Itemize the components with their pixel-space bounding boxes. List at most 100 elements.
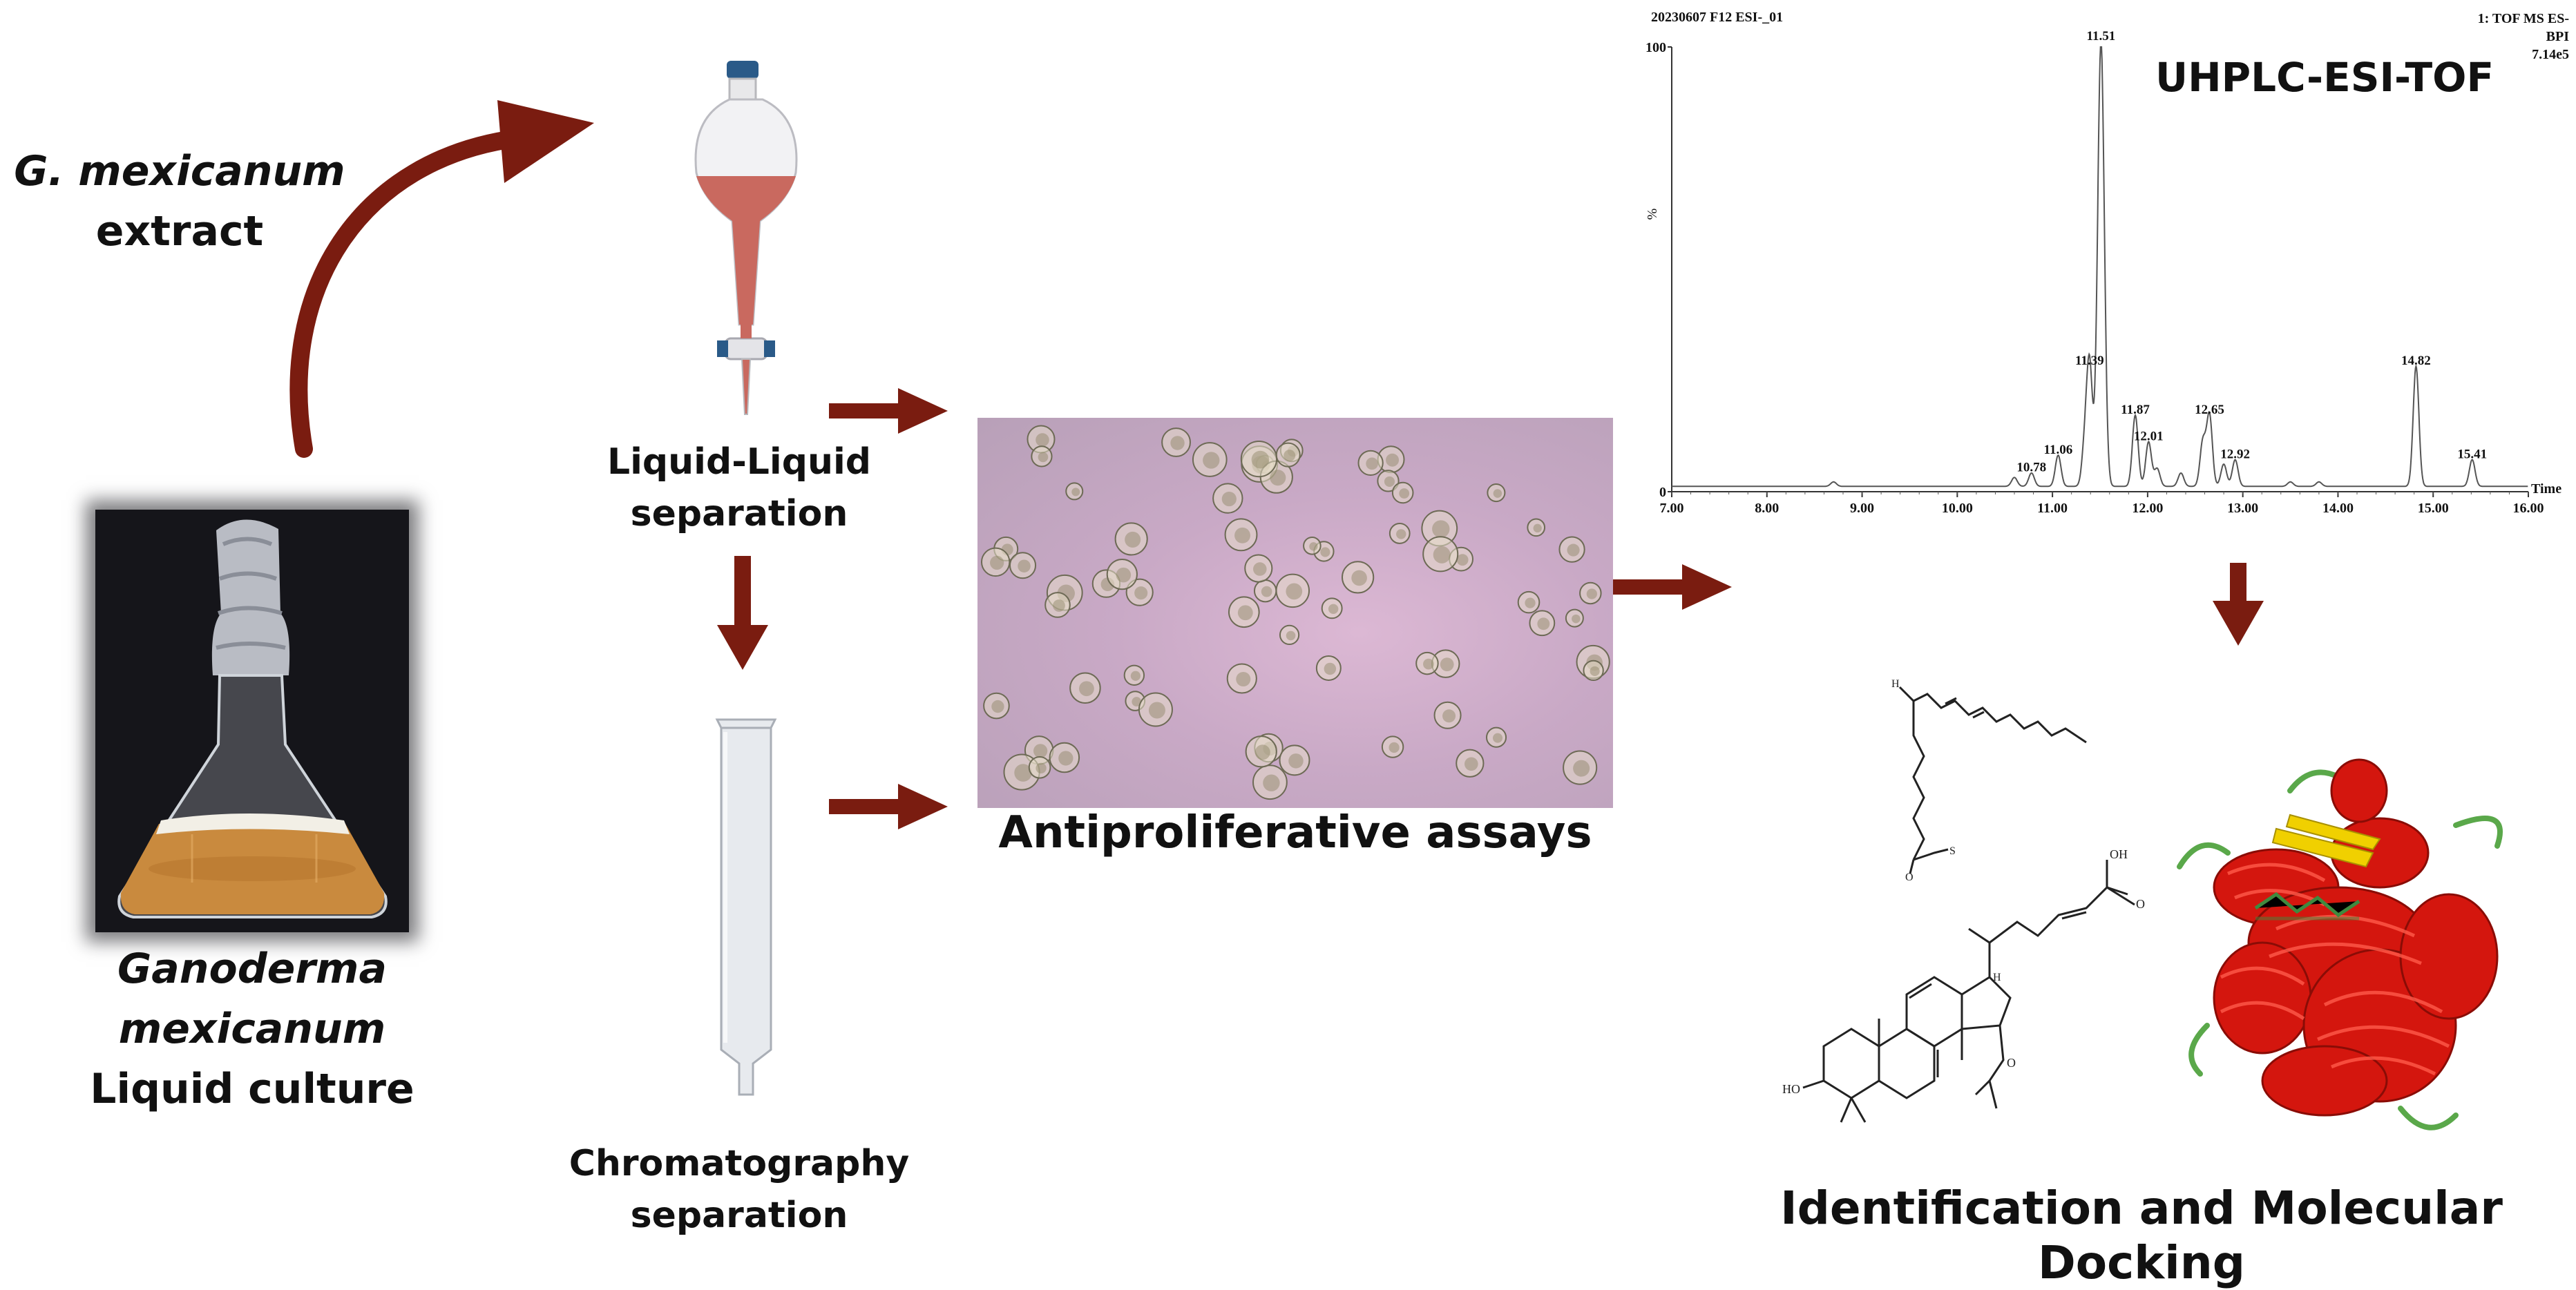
cell bbox=[1224, 518, 1258, 552]
peak-label: 10.78 bbox=[2016, 461, 2046, 475]
extract-species: G. mexicanum bbox=[14, 147, 345, 195]
cell bbox=[1315, 655, 1342, 681]
arrow-lle-to-assays bbox=[829, 388, 948, 434]
assays-label: Antiproliferative assays bbox=[998, 807, 1592, 858]
cell bbox=[1517, 590, 1540, 614]
cell bbox=[1245, 735, 1277, 768]
cell bbox=[1486, 726, 1507, 748]
y-tick-label: 0 bbox=[1659, 485, 1666, 500]
cell bbox=[1389, 523, 1411, 544]
fatty-acid-structure: H S O bbox=[1891, 678, 2087, 880]
chrom-header-right-3: 7.14e5 bbox=[2532, 47, 2569, 62]
cell bbox=[1529, 610, 1556, 637]
cell bbox=[1228, 596, 1260, 628]
lle-line1: Liquid-Liquid bbox=[607, 441, 872, 483]
x-tick-label: 7.00 bbox=[1660, 501, 1684, 516]
microscopy-image bbox=[977, 418, 1613, 808]
curved-arrow bbox=[289, 100, 594, 458]
cell bbox=[1275, 573, 1310, 608]
chrom-header-left: 20230607 F12 ESI-_01 bbox=[1651, 10, 1784, 25]
arrow-chrom-to-assays bbox=[829, 784, 948, 829]
cell bbox=[1341, 561, 1375, 594]
x-tick-label: 10.00 bbox=[1942, 501, 1973, 516]
cell bbox=[1252, 764, 1288, 800]
svg-text:H: H bbox=[1993, 972, 2001, 983]
chrom-header-right: 1: TOF MS ES- BPI 7.14e5 bbox=[2478, 10, 2569, 64]
cell bbox=[1253, 579, 1277, 603]
peak-label: 15.41 bbox=[2457, 447, 2487, 461]
cell bbox=[1321, 597, 1343, 619]
cell bbox=[1579, 581, 1602, 605]
cell bbox=[1161, 427, 1191, 457]
cell bbox=[1212, 483, 1243, 514]
cell bbox=[1275, 442, 1301, 468]
peak-label: 11.39 bbox=[2075, 354, 2104, 368]
cell bbox=[1031, 445, 1053, 468]
x-axis-label: Time bbox=[2531, 481, 2561, 497]
y-tick-label: 100 bbox=[1645, 40, 1666, 55]
cell bbox=[1565, 608, 1584, 628]
uhplc-title: UHPLC-ESI-TOF bbox=[2155, 54, 2494, 101]
x-tick-label: 11.00 bbox=[2037, 501, 2068, 516]
x-tick-label: 14.00 bbox=[2322, 501, 2354, 516]
x-tick-label: 16.00 bbox=[2513, 501, 2544, 516]
cell bbox=[1244, 554, 1273, 583]
extract-word: extract bbox=[95, 207, 264, 256]
cell bbox=[1192, 442, 1228, 477]
svg-text:O: O bbox=[2136, 897, 2145, 911]
extract-label: G. mexicanum extract bbox=[0, 142, 359, 262]
protein-structure bbox=[2177, 758, 2503, 1130]
chromatography-column-icon bbox=[715, 718, 777, 1096]
cell bbox=[1381, 735, 1404, 758]
cell bbox=[1563, 750, 1598, 785]
cell bbox=[1357, 450, 1384, 476]
cell bbox=[1028, 755, 1051, 779]
x-tick-label: 8.00 bbox=[1755, 501, 1779, 516]
svg-text:O: O bbox=[2007, 1056, 2016, 1070]
peak-label: 14.82 bbox=[2401, 354, 2431, 368]
x-tick-label: 13.00 bbox=[2227, 501, 2258, 516]
x-tick-label: 12.00 bbox=[2132, 501, 2163, 516]
peak-label: 12.65 bbox=[2195, 403, 2224, 417]
cell bbox=[1106, 559, 1138, 590]
cell bbox=[1377, 470, 1400, 492]
peak-label: 11.51 bbox=[2087, 29, 2116, 44]
chromatography-label: Chromatography separation bbox=[560, 1138, 919, 1242]
svg-text:O: O bbox=[1905, 872, 1914, 880]
cell bbox=[1009, 552, 1037, 579]
cell bbox=[1303, 537, 1322, 555]
arrow-assays-to-uhplc bbox=[1613, 564, 1732, 610]
cell bbox=[1527, 518, 1546, 537]
cell bbox=[1487, 483, 1506, 503]
peak-label: 12.92 bbox=[2220, 447, 2250, 461]
cell bbox=[1415, 651, 1439, 675]
cell bbox=[1279, 624, 1300, 646]
flask-photo bbox=[95, 510, 409, 932]
peak-label: 12.01 bbox=[2134, 430, 2164, 444]
triterpenoid-structure: HO OH O O H bbox=[1782, 847, 2145, 1123]
identification-label: Identification and Molecular Docking bbox=[1780, 1182, 2503, 1290]
chrom-header-right-1: 1: TOF MS ES- bbox=[2477, 11, 2569, 26]
cell bbox=[1240, 440, 1278, 478]
lle-line2: separation bbox=[630, 493, 848, 535]
cell bbox=[1123, 664, 1145, 686]
chrom-header-right-2: BPI bbox=[2546, 29, 2569, 44]
arrow-down-to-column bbox=[717, 556, 768, 670]
cell bbox=[1226, 663, 1257, 694]
cell bbox=[980, 547, 1011, 577]
cell bbox=[1456, 749, 1485, 778]
lle-label: Liquid-Liquid separation bbox=[573, 436, 905, 541]
cell bbox=[983, 692, 1010, 720]
peak-label: 11.06 bbox=[2044, 443, 2073, 457]
cell bbox=[1125, 578, 1154, 606]
cell bbox=[1065, 482, 1084, 501]
culture-label: Ganoderma mexicanum Liquid culture bbox=[0, 939, 504, 1119]
cell bbox=[1558, 536, 1585, 563]
cell bbox=[1433, 701, 1462, 729]
cell bbox=[1138, 692, 1173, 727]
cell bbox=[1069, 672, 1101, 704]
y-axis-label: % bbox=[1645, 209, 1660, 220]
chrom-line1: Chromatography bbox=[569, 1143, 910, 1184]
cell bbox=[1049, 742, 1080, 773]
